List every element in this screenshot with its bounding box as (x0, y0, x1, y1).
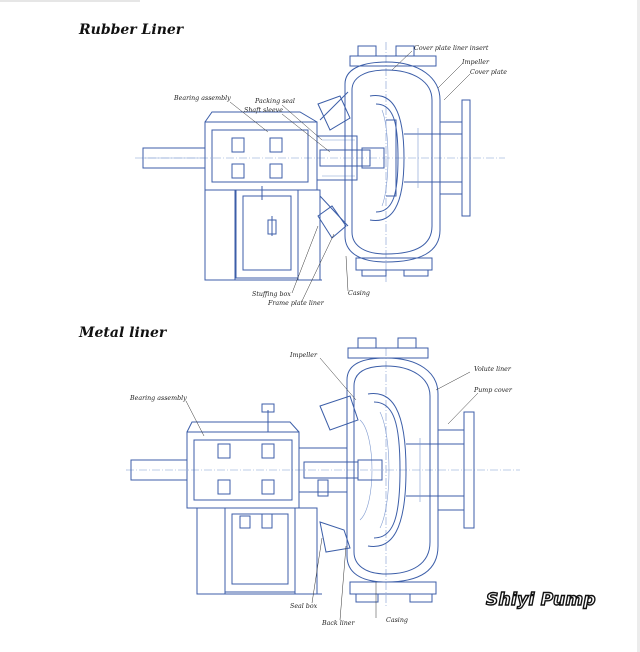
rubber-liner-title: Rubber Liner (79, 22, 184, 38)
label-stuffing-box: Stuffing box (252, 291, 291, 298)
label-cover-plate-liner-insert: Cover plate liner insert (414, 45, 489, 52)
metal-seal-box (298, 395, 359, 553)
top-border (0, 0, 140, 2)
label-shaft-sleeve: Shaft sleeve (244, 107, 283, 114)
metal-suction-flange (406, 411, 475, 529)
rubber-suction-flange (404, 99, 471, 217)
label-seal-box: Seal box (290, 603, 318, 610)
rubber-stuffing-box (316, 95, 371, 239)
metal-casing (346, 337, 439, 603)
label-cover-plate: Cover plate (470, 69, 507, 76)
label-packing-seal: Packing seal (254, 98, 295, 105)
rubber-bearing-frame (204, 111, 322, 281)
brand-logo-text: Shiyi Pump (485, 589, 596, 610)
rubber-liner-drawing: Bearing assembly Packing seal Shaft slee… (135, 42, 507, 307)
label-back-liner: Back liner (321, 620, 356, 627)
label-volute-liner: Volute liner (474, 366, 512, 373)
rubber-casing (319, 45, 441, 277)
label-casing: Casing (348, 290, 370, 297)
label-casing: Casing (386, 617, 408, 624)
metal-liner-title: Metal liner (79, 325, 167, 341)
right-border (637, 0, 640, 652)
metal-liner-drawing: Impeller Volute liner Pump cover Bearing… (126, 337, 520, 627)
metal-impeller (357, 393, 407, 547)
label-frame-plate-liner: Frame plate liner (267, 300, 325, 307)
label-bearing-assembly: Bearing assembly (173, 95, 231, 102)
label-impeller: Impeller (289, 352, 318, 359)
label-bearing-assembly: Bearing assembly (129, 395, 187, 402)
rubber-impeller (361, 94, 405, 222)
metal-bearing-frame (186, 403, 322, 595)
label-pump-cover: Pump cover (473, 387, 513, 394)
label-impeller: Impeller (461, 59, 490, 66)
